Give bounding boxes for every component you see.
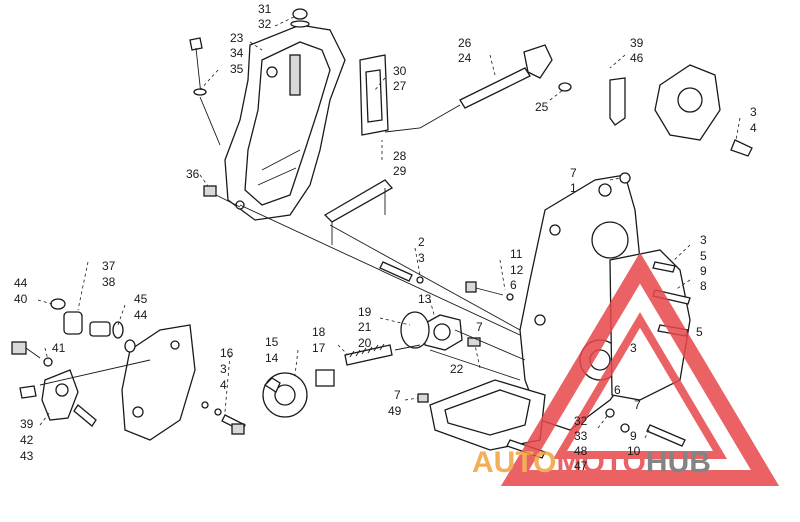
callout-42: 42 [20,433,34,447]
callout-3-stud: 3 [418,251,425,265]
callout-18: 18 [312,325,326,339]
callout-30: 30 [393,64,407,78]
callout-26: 26 [458,36,472,50]
assembly-lines [39,96,526,386]
side-cover [121,324,196,441]
bearing-cover [400,311,481,351]
callout-45: 45 [134,292,148,306]
callout-7-mid: 7 [476,320,483,334]
callout-6: 6 [510,278,517,292]
callout-12: 12 [510,263,524,277]
callout-3-left: 3 [220,362,227,376]
pump-cover [262,372,308,418]
callout-39-left: 39 [20,417,34,431]
callout-labels: 31 32 23 34 35 30 27 26 24 25 39 46 3 4 … [14,2,757,473]
callout-40: 40 [14,292,28,306]
callout-11: 11 [510,247,523,261]
callout-25: 25 [535,100,549,114]
callout-23: 23 [230,31,244,45]
callout-4: 4 [750,121,757,135]
callout-9: 9 [700,264,707,278]
reverse-bracket [609,64,753,157]
callout-39: 39 [630,36,644,50]
callout-38: 38 [102,275,116,289]
main-gearcase [519,172,691,431]
callout-32: 32 [258,17,272,31]
callout-29: 29 [393,164,407,178]
callout-33: 33 [574,429,588,443]
callout-2: 2 [418,235,425,249]
callout-27: 27 [393,79,407,93]
bolt-11 [465,281,514,301]
bolt-36 [203,185,241,208]
cover-gasket [359,54,389,136]
callout-8: 8 [700,279,707,293]
bolt-16 [201,401,246,435]
callout-31: 31 [258,2,272,16]
callout-3-right: 3 [700,233,707,247]
fill-cap [290,8,310,28]
dipstick [189,37,207,96]
callout-4-left: 4 [220,378,227,392]
callout-24: 24 [458,51,472,65]
callout-46: 46 [630,51,644,65]
callout-48: 48 [574,444,588,458]
watermark: AUTOMOTOHUB [472,252,780,486]
watermark-hub: HUB [646,446,711,479]
callout-1: 1 [570,181,577,195]
roller-parts [50,298,136,353]
watermark-auto: AUTO [472,446,556,479]
callout-10: 10 [627,444,641,458]
watermark-moto: MOTO [556,446,645,479]
callout-7: 7 [570,166,577,180]
callout-13: 13 [418,292,432,306]
callout-7-low: 7 [634,398,641,412]
callout-34: 34 [230,46,244,60]
callout-14: 14 [265,351,279,365]
callout-3: 3 [750,105,757,119]
callout-41: 41 [52,341,66,355]
callout-28: 28 [393,149,407,163]
callout-32-low: 32 [574,414,588,428]
spring-assembly [315,343,421,387]
callout-17: 17 [312,341,326,355]
callout-21: 21 [358,320,372,334]
svg-text:AUTOMOTOHUB: AUTOMOTOHUB [472,446,711,479]
callout-43: 43 [20,449,34,463]
shift-fork [323,179,394,245]
callout-44-b: 44 [134,308,148,322]
stud-2 [379,261,424,284]
callout-5: 5 [700,249,707,263]
callout-5-mid: 5 [696,325,703,339]
callout-9-low: 9 [630,429,637,443]
leader-lines [37,15,741,439]
callout-7-pan: 7 [394,388,401,402]
oil-pan [417,379,546,451]
shift-shaft [459,44,572,109]
callout-47: 47 [574,459,588,473]
callout-19: 19 [358,305,372,319]
callout-35: 35 [230,62,244,76]
callout-44: 44 [14,276,28,290]
callout-16: 16 [220,346,234,360]
callout-36: 36 [186,167,200,181]
callout-6-low: 6 [614,383,621,397]
callout-3-mid: 3 [630,341,637,355]
callout-49: 49 [388,404,402,418]
callout-37: 37 [102,259,116,273]
callout-15: 15 [265,335,279,349]
callout-22: 22 [450,362,464,376]
gearcase-cover [224,24,346,221]
watermark-triangle [500,252,780,486]
callout-20: 20 [358,336,372,350]
bolt-41 [11,341,53,367]
